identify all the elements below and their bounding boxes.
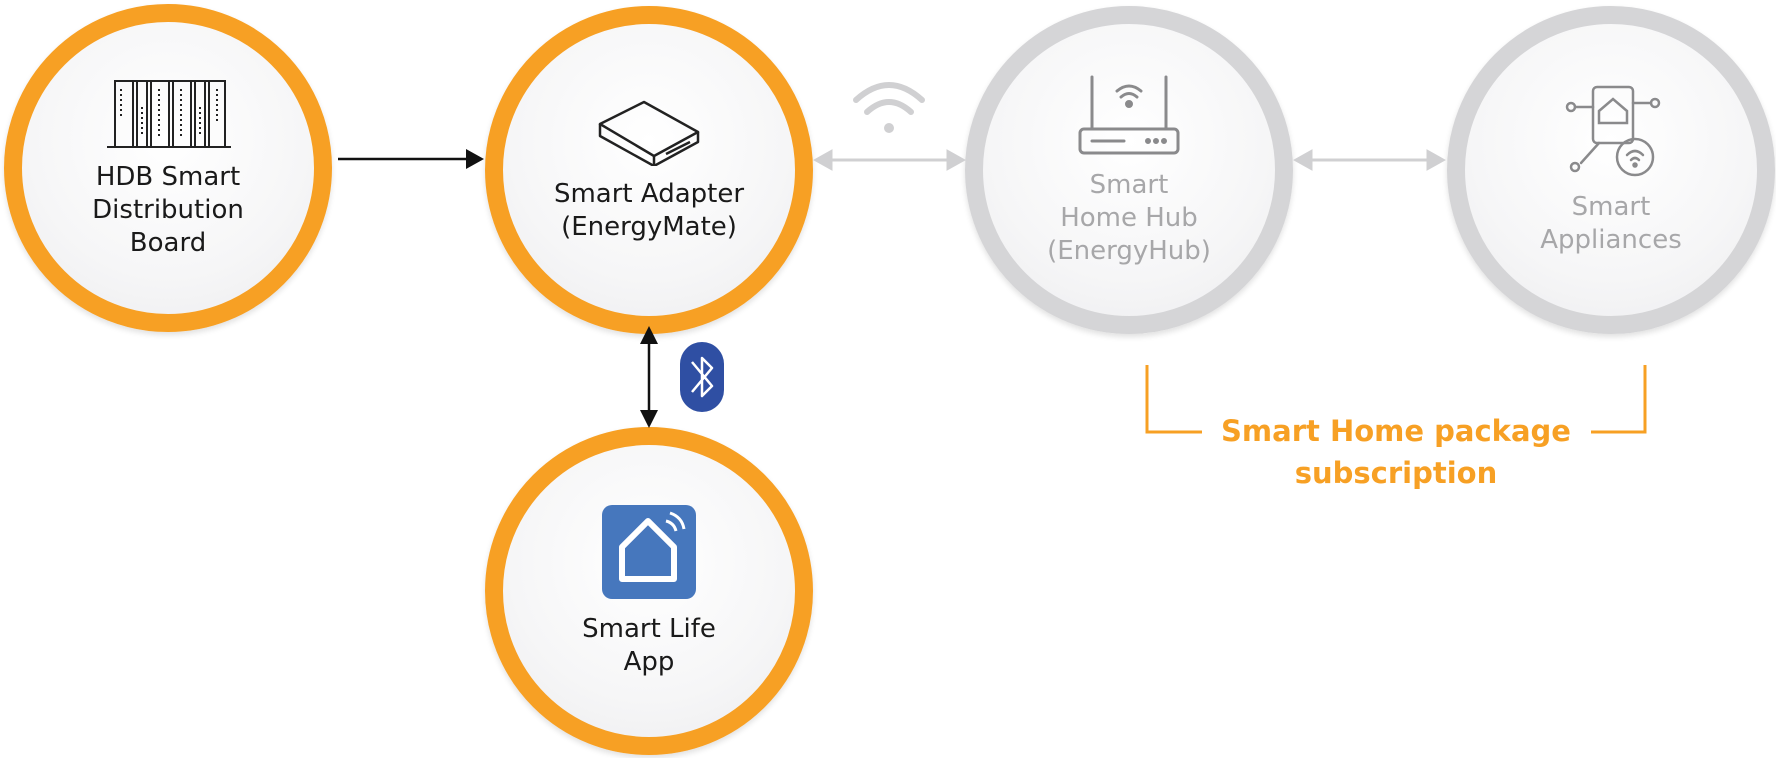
label-line: (EnergyMate) — [561, 212, 737, 242]
label-line: Board — [129, 227, 207, 258]
package-bracket — [1145, 365, 1647, 434]
label-line: Smart Adapter — [553, 179, 745, 209]
label-line: Distribution — [92, 194, 244, 225]
label-line: Smart — [1089, 169, 1169, 200]
smart-appliances-icon — [1561, 83, 1661, 179]
wifi-icon — [853, 82, 925, 133]
distribution-board-icon — [103, 77, 233, 149]
arrow-adapter-app — [640, 326, 658, 428]
arrow-board-to-adapter — [338, 149, 484, 169]
label-line: Home Hub — [1060, 202, 1198, 233]
arrow-hub-appliances — [1292, 149, 1447, 171]
arrow-adapter-hub — [812, 149, 967, 171]
node-label: Smart Appliances — [1540, 191, 1682, 257]
node-label: Smart Home Hub (EnergyHub) — [1047, 169, 1211, 268]
node-label: Smart Adapter (EnergyMate) — [554, 178, 744, 244]
router-icon — [1074, 73, 1184, 157]
smart-life-app-icon — [600, 503, 698, 601]
bluetooth-icon — [680, 342, 724, 412]
label-line: HDB Smart — [95, 161, 241, 192]
package-subscription-label: Smart Home package subscription — [1196, 410, 1596, 494]
label-line: (EnergyHub) — [1047, 235, 1211, 266]
node-label: HDB Smart Distribution Board — [92, 161, 244, 260]
label-line: Appliances — [1540, 225, 1682, 255]
package-line-1: Smart Home package — [1221, 414, 1571, 448]
label-line: Smart Life — [582, 614, 716, 644]
label-line: Smart — [1571, 192, 1651, 222]
adapter-box-icon — [594, 96, 704, 166]
package-line-2: subscription — [1294, 456, 1498, 490]
label-line: App — [623, 647, 675, 677]
node-label: Smart Life App — [582, 613, 716, 679]
